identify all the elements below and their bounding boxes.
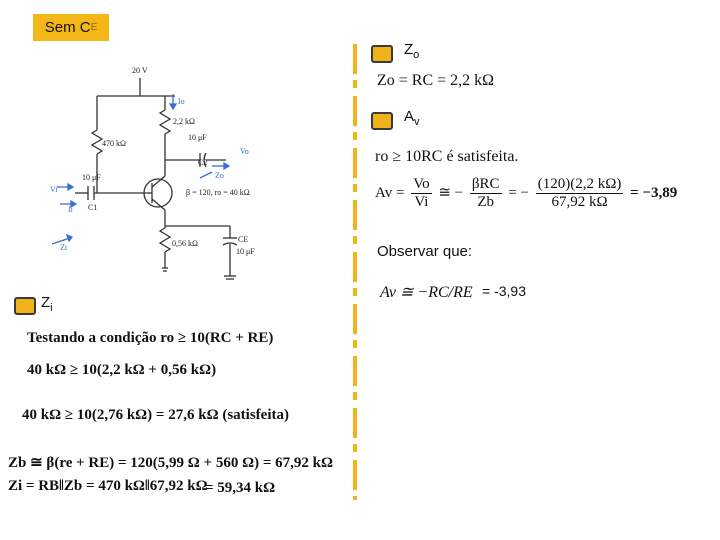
title-subscript: E [90,22,98,33]
av-frac2-den: Zb [477,194,495,210]
observe-text: Observar que: [377,243,473,260]
dashed-divider [353,44,357,500]
circuit-beta: β = 120, ro = 40 kΩ [186,188,250,197]
circuit-c1: 10 μF [82,173,101,182]
circuit-ce-name: CE [238,235,248,244]
circuit-ii: Ii [68,205,74,214]
av-frac1-den: Vi [414,194,429,210]
zi-line-4: Zb ≅ β(re + RE) = 120(5,99 Ω + 560 Ω) = … [8,455,333,471]
zo-heading-sub: o [413,49,420,61]
av-eq-lhs: Av = [375,184,405,201]
av-frac3-num: (120)(2,2 kΩ) [535,176,624,194]
circuit-vo: Vo [240,147,249,156]
av-eq-result: = −3,89 [630,184,678,201]
zi-line-3: 40 kΩ ≥ 10(2,76 kΩ) = 27,6 kΩ (satisfeit… [22,407,289,423]
title-text: Sem C [44,19,91,36]
av-frac3-den: 67,92 kΩ [551,194,608,210]
zi-line-6: = 59,34 kΩ [205,480,276,496]
circuit-zo: Zo [215,171,224,180]
zo-heading-main: Z [404,41,414,58]
zi-line-1: Testando a condição ro ≥ 10(RC + RE) [27,330,274,346]
observe-approx: Av ≅ −RC/RE [380,284,473,301]
av-heading-main: A [404,108,415,125]
circuit-c2: 10 μF [188,133,207,142]
av-frac-numeric: (120)(2,2 kΩ)67,92 kΩ [535,176,624,211]
circuit-c2-name: C2 [198,158,207,167]
bullet-marker-zo [371,45,393,63]
zi-heading-main: Z [41,294,51,311]
av-eq-approx: ≅ − [438,184,464,201]
bullet-marker-zi [14,297,36,315]
av-heading: Av [404,108,420,128]
zi-heading: Zi [41,294,53,314]
av-heading-sub: v [414,116,420,128]
circuit-vi: Vi [50,185,58,194]
zi-line-5: Zi = RB‖Zb = 470 kΩ‖67,92 kΩ [8,478,208,494]
amplifier-circuit-diagram: 20 V Io 2,2 kΩ 470 kΩ 10 μF C2 Vo Zo 10 … [50,66,255,280]
av-eq-equals: = − [508,184,529,201]
zo-equation: Zo = RC = 2,2 kΩ [377,72,495,89]
circuit-io: Io [178,97,185,106]
zo-heading: Zo [404,41,419,61]
circuit-vcc: 20 V [132,66,148,75]
circuit-zi: Zi [60,243,68,252]
av-condition: ro ≥ 10RC é satisfeita. [375,148,519,165]
observe-result: = -3,93 [482,283,526,299]
circuit-re: 0,56 kΩ [172,239,198,248]
circuit-rc: 2,2 kΩ [173,117,195,126]
circuit-rb: 470 kΩ [102,139,126,148]
zi-heading-sub: i [50,302,53,314]
circuit-ce: 10 μF [236,247,255,256]
av-frac1-num: Vo [411,176,432,194]
av-frac2-num: βRC [469,176,502,194]
zi-line-2: 40 kΩ ≥ 10(2,2 kΩ + 0,56 kΩ) [27,362,217,378]
circuit-c1-name: C1 [88,203,97,212]
bullet-marker-av [371,112,393,130]
